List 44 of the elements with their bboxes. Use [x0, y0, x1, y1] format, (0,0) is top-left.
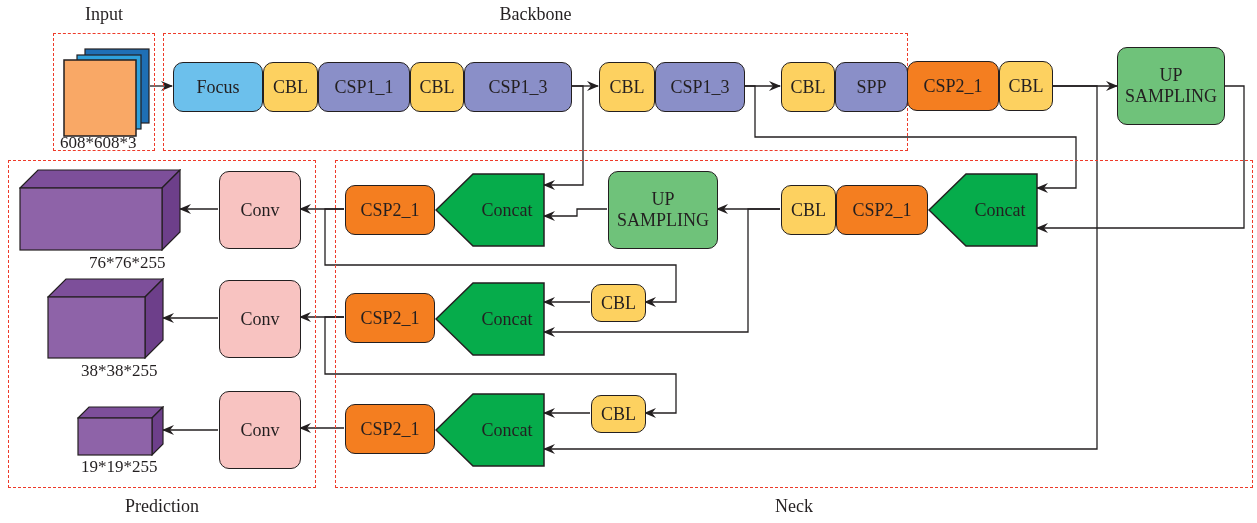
- process-box: CSP2_1: [907, 61, 999, 111]
- process-box: CSP1_3: [655, 62, 745, 112]
- process-box: UP SAMPLING: [1117, 47, 1225, 125]
- size-label: 38*38*255: [81, 361, 158, 381]
- process-box: CBL: [781, 185, 836, 235]
- process-box: CBL: [263, 62, 318, 112]
- tensor-cube: [47, 278, 164, 359]
- process-box: CBL: [591, 284, 646, 322]
- tensor-cube: [77, 406, 164, 456]
- process-box: CBL: [599, 62, 655, 112]
- process-box: CSP2_1: [345, 185, 435, 235]
- process-box: Conv: [219, 391, 301, 469]
- process-box: Conv: [219, 171, 301, 249]
- process-box: CBL: [781, 62, 835, 112]
- arrow: [743, 85, 1077, 193]
- arrow: [324, 208, 677, 307]
- process-box: CBL: [410, 62, 464, 112]
- process-box: CSP1_3: [464, 62, 572, 112]
- process-box: SPP: [835, 62, 908, 112]
- tensor-cube: [19, 169, 181, 251]
- arrow: [299, 423, 345, 433]
- size-label: 76*76*255: [89, 253, 166, 273]
- process-box: Conv: [219, 280, 301, 358]
- process-box: CSP2_1: [345, 293, 435, 343]
- arrow: [324, 316, 677, 418]
- pentagon-block: Concat: [928, 173, 1038, 247]
- arrow: [149, 81, 173, 91]
- process-box: CSP2_1: [836, 185, 928, 235]
- group-title: Input: [84, 4, 124, 25]
- size-label: 608*608*3: [60, 133, 137, 153]
- process-box: CBL: [591, 395, 646, 433]
- process-box: CSP2_1: [345, 404, 435, 454]
- pentagon-block: Concat: [435, 173, 545, 247]
- pentagon-block: Concat: [435, 282, 545, 356]
- size-label: 19*19*255: [81, 457, 158, 477]
- process-box: CSP1_1: [318, 62, 410, 112]
- process-box: Focus: [173, 62, 263, 112]
- arrow: [162, 425, 219, 435]
- group-title: Backbone: [498, 4, 573, 25]
- group-title: Prediction: [124, 496, 200, 517]
- group-title: Neck: [774, 496, 814, 517]
- process-box: CBL: [999, 61, 1053, 111]
- pentagon-block: Concat: [435, 393, 545, 467]
- process-box: UP SAMPLING: [608, 171, 718, 249]
